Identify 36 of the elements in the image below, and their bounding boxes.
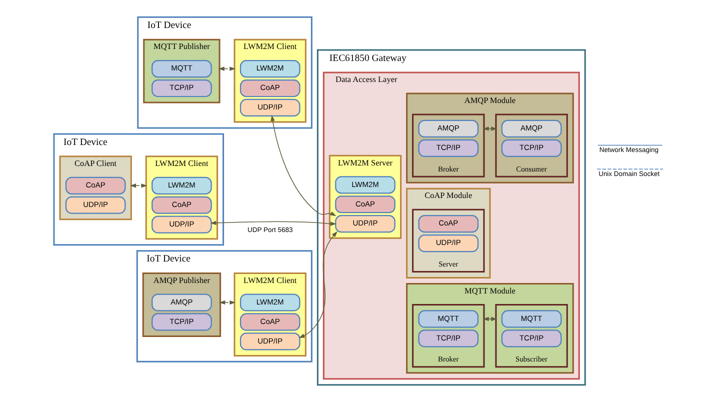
node-box: UDP/IP xyxy=(65,196,126,214)
node-box: CoAP xyxy=(152,196,212,214)
arrow xyxy=(270,115,336,216)
node-box: AMQP xyxy=(418,120,479,138)
arrow xyxy=(210,220,336,226)
node-box: TCP/IP xyxy=(152,79,212,98)
node-box: MQTT xyxy=(152,60,212,78)
node-box: CoAP xyxy=(335,196,396,214)
node-box: LWM2M xyxy=(335,176,396,194)
arrow xyxy=(218,66,236,71)
node-box: MQTT xyxy=(501,310,562,328)
node-box: MQTT xyxy=(418,310,479,328)
node-box: TCP/IP xyxy=(501,330,562,348)
arrow xyxy=(298,231,338,338)
arrow xyxy=(482,316,498,322)
node-box: TCP/IP xyxy=(501,139,562,157)
node-box: LWM2M xyxy=(152,176,212,194)
node-box: UDP/IP xyxy=(335,215,396,233)
node-box: CoAP xyxy=(418,215,479,233)
node-box: UDP/IP xyxy=(152,216,212,234)
node-box: UDP/IP xyxy=(240,332,300,350)
node-box: TCP/IP xyxy=(418,330,479,348)
node-box: UDP/IP xyxy=(418,234,479,252)
node-box: CoAP xyxy=(240,313,300,331)
node-box: LWM2M xyxy=(240,60,300,78)
node-box: UDP/IP xyxy=(240,98,300,117)
arrow xyxy=(219,300,236,305)
node-box: CoAP xyxy=(65,176,126,194)
node-box: AMQP xyxy=(152,294,212,312)
node-box: TCP/IP xyxy=(152,313,212,331)
arrow xyxy=(130,184,148,188)
arrow xyxy=(482,126,498,131)
node-box: CoAP xyxy=(240,79,300,98)
node-box: LWM2M xyxy=(240,294,300,312)
node-box: TCP/IP xyxy=(418,139,479,157)
node-box: AMQP xyxy=(501,120,562,138)
